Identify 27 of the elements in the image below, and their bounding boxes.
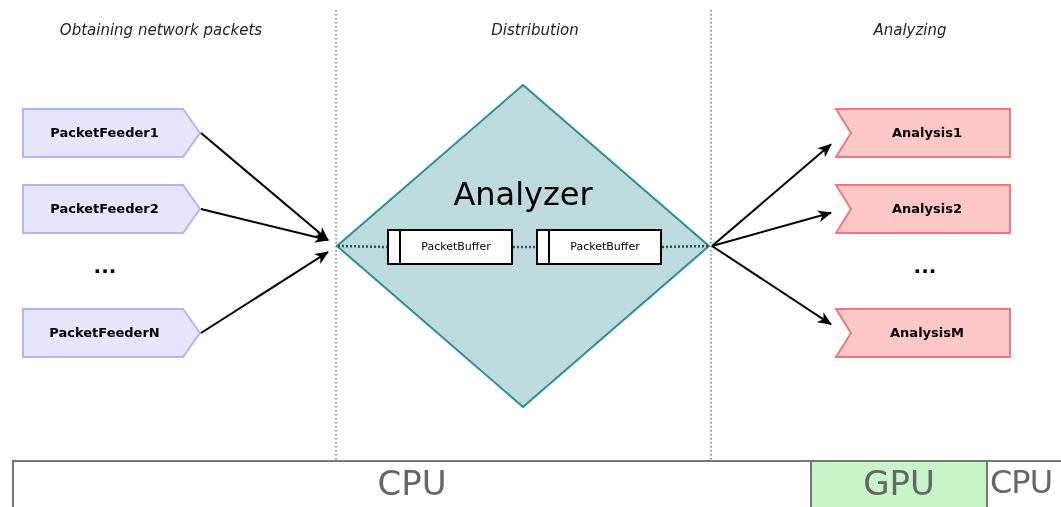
arrow: [200, 251, 329, 334]
arrow: [711, 245, 832, 326]
arrow: [200, 208, 329, 243]
arrow: [711, 210, 832, 247]
notched-box: AnalysisM: [835, 308, 1011, 358]
processor-bar: CPU: [12, 460, 810, 507]
dotted-connector: [661, 244, 709, 249]
ellipsis-text: ...: [913, 253, 937, 280]
dotted-connector: [337, 244, 388, 249]
column-heading: Obtaining network packets: [59, 19, 263, 41]
buffer-box: PacketBuffer: [536, 229, 662, 265]
arrow: [200, 132, 329, 241]
pentagon-box: PacketFeederN: [22, 308, 201, 358]
pentagon-box: PacketFeeder1: [22, 108, 201, 158]
notched-box: Analysis1: [835, 108, 1011, 158]
buffer-box: PacketBuffer: [387, 229, 513, 265]
node-title: Analyzer: [453, 178, 593, 210]
notched-box: Analysis2: [835, 184, 1011, 234]
diamond-shape: [336, 84, 710, 408]
processor-bar: CPU: [986, 460, 1061, 507]
column-heading: Distribution: [491, 19, 579, 41]
ellipsis-text: ...: [93, 253, 117, 280]
column-heading: Analyzing: [873, 19, 947, 41]
dotted-connector: [513, 245, 536, 249]
arrow: [711, 143, 832, 247]
pentagon-box: PacketFeeder2: [22, 184, 201, 234]
processor-bar: GPU: [810, 460, 986, 507]
